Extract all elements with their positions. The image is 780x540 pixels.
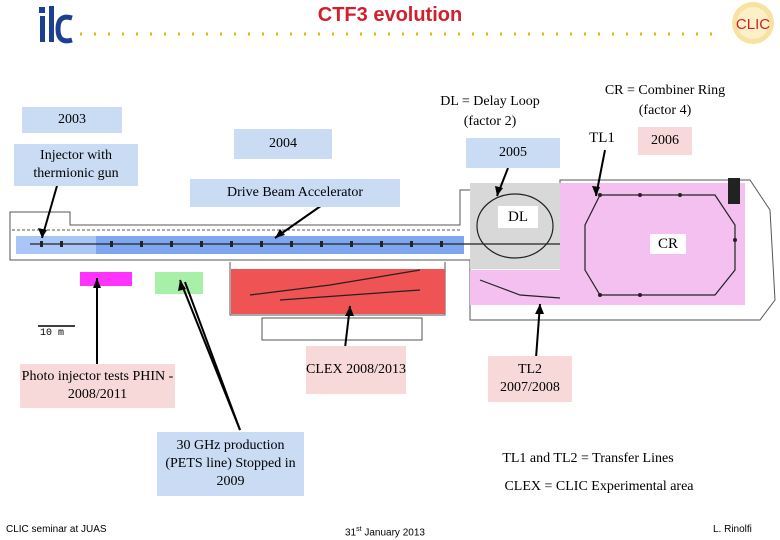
cr-label: CR — [650, 234, 686, 254]
arrow-heads — [38, 186, 600, 316]
slide-title: CTF3 evolution — [317, 4, 463, 26]
beam-line-elements — [40, 178, 740, 297]
clex-area — [231, 269, 445, 314]
year-2006-box: 2006 — [638, 127, 692, 155]
combiner-ring-definition: CR = Combiner Ring (factor 4) — [604, 83, 726, 118]
clex-label-box: CLEX 2008/2013 — [306, 346, 406, 394]
ghz30-label-box: 30 GHz production (PETS line) Stopped in… — [157, 432, 304, 496]
tl1-label: TL1 — [589, 130, 615, 146]
footer-date-suffix: st — [356, 526, 362, 533]
clic-logo-icon: CLIC — [732, 2, 774, 44]
ilc-logo-icon — [39, 6, 73, 44]
arrow-pets-2 — [184, 281, 241, 431]
svg-text:CLIC: CLIC — [736, 16, 770, 33]
injector-label-box: Injector with thermionic gun — [14, 144, 138, 186]
pointer-arrows — [41, 149, 606, 431]
footer-date-day: 31 — [345, 527, 357, 539]
dl-label: DL — [498, 206, 538, 228]
drive-beam-box: Drive Beam Accelerator — [190, 179, 400, 207]
footer-date: 31st January 2013 — [345, 526, 425, 538]
drive-beam-linac-area — [16, 236, 464, 254]
clex-definition: CLEX = CLIC Experimental area — [504, 479, 694, 494]
year-2004-box: 2004 — [234, 129, 332, 159]
injector-area — [16, 236, 96, 254]
phin-label-box: Photo injector tests PHIN - 2008/2011 — [20, 364, 175, 408]
footer-date-rest: January 2013 — [361, 527, 425, 539]
year-2005-box: 2005 — [466, 138, 560, 168]
delay-loop-definition: DL = Delay Loop (factor 2) — [440, 94, 540, 129]
pets-line-area — [155, 272, 203, 294]
transfer-lines-definition: TL1 and TL2 = Transfer Lines — [502, 451, 674, 466]
year-2003-box: 2003 — [22, 107, 122, 133]
title-dotted-rule — [80, 32, 720, 36]
footer-event: CLIC seminar at JUAS — [6, 524, 107, 535]
scale-label: 10 m — [40, 328, 65, 339]
beam-line — [30, 193, 736, 301]
tl2-area — [470, 270, 560, 305]
footer-author: L. Rinolfi — [713, 524, 752, 535]
tl2-label-box: TL2 2007/2008 — [488, 356, 572, 402]
phin-area — [80, 272, 132, 286]
